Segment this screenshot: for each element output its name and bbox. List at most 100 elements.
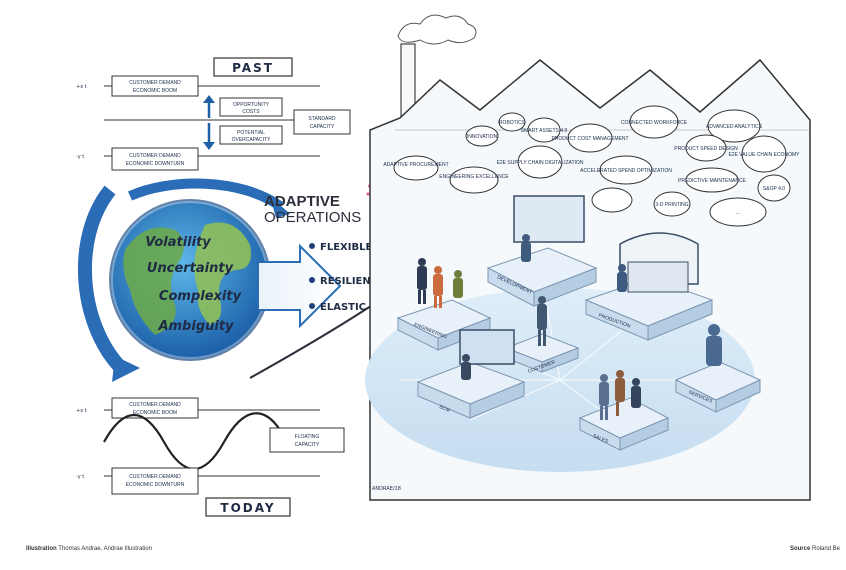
vuca-word-1: Volatility: [145, 235, 211, 250]
bubble: ADAPTIVE PROCUREMENT: [383, 155, 449, 181]
bubble: PRODUCT COST MANAGEMENT: [551, 123, 629, 153]
bubble: 3-D PRINTING: [653, 191, 691, 217]
svg-text:3-D PRINTING: 3-D PRINTING: [655, 202, 688, 208]
factory: ENGINEERING DEVELOPMENT PRODUCTION CUSTO…: [365, 14, 811, 501]
floating-line1: FLOATING: [295, 434, 320, 440]
today-panel: +x t CUSTOMER DEMAND ECONOMIC BOOM FLOAT…: [76, 397, 345, 517]
past-panel: PAST +x t CUSTOMER DEMAND ECONOMIC BOOM …: [76, 57, 351, 171]
vuca-globe-group: Volatility Uncertainty Complexity Ambigu…: [78, 178, 342, 382]
vuca-word-3: Complexity: [159, 289, 242, 304]
continent-shape: [123, 227, 184, 335]
bubble: E2E VALUE CHAIN ECONOMY: [728, 135, 800, 173]
standard-line2: CAPACITY: [310, 124, 335, 130]
svg-text:INNOVATION: INNOVATION: [467, 134, 498, 140]
platform-sales: SALES: [578, 397, 670, 451]
platform-scm: SCM: [416, 361, 526, 419]
swoosh: [249, 299, 381, 379]
past-title: PAST: [232, 61, 274, 75]
svg-text:E2E VALUE CHAIN ECONOMY: E2E VALUE CHAIN ECONOMY: [728, 152, 800, 158]
station-label: SALES: [592, 433, 610, 445]
adaptive-operations: ADAPTIVE OPERATIONS FLEXIBLE RESILIENT E…: [249, 155, 403, 379]
bullet-elastic: ELASTIC: [320, 302, 366, 313]
vuca-word-4: Ambiguity: [157, 319, 234, 334]
source-text: Roland Be: [810, 546, 840, 552]
smoke-cloud: [397, 14, 477, 45]
potential-line2: OVERCAPACITY: [232, 137, 271, 143]
past-downturn-line2: ECONOMIC DOWNTURN: [126, 161, 185, 167]
floating-capacity-box: [269, 427, 345, 453]
adaptive-title-line1: ADAPTIVE: [264, 193, 340, 210]
bubble: CONNECTED WORKFORCE: [621, 105, 688, 139]
past-boom-line1: CUSTOMER DEMAND: [129, 80, 181, 86]
cycle-arrow-top: [127, 178, 283, 211]
platform-services: SERVICES: [674, 361, 762, 413]
past-downturn-line1: CUSTOMER DEMAND: [129, 153, 181, 159]
svg-text:ADVANCED ANALYTICS: ADVANCED ANALYTICS: [706, 124, 763, 130]
cycle-arrow-left: [78, 185, 130, 378]
opportunity-box: [219, 97, 283, 117]
source-credit: Source Roland Be: [790, 546, 840, 552]
bubble: ROBOTICS: [498, 112, 526, 132]
past-plus-label: +x t: [76, 84, 87, 90]
artist-signature: ANDRAE/18: [372, 486, 401, 492]
demand-wave: [103, 412, 281, 470]
bubble: PRODUCT SPEED DESIGN: [674, 134, 738, 162]
svg-text:E2E SUPPLY CHAIN DIGITALIZATIO: E2E SUPPLY CHAIN DIGITALIZATION: [497, 160, 584, 166]
svg-text:PRODUCT COST MANAGEMENT: PRODUCT COST MANAGEMENT: [551, 136, 628, 142]
today-boom-line2: ECONOMIC BOOM: [133, 410, 177, 416]
svg-text:PREDICTIVE MAINTENANCE: PREDICTIVE MAINTENANCE: [678, 178, 746, 184]
illustration-text: Thomas Andrae, Andrae Illustration: [56, 546, 152, 552]
today-boom-box: [111, 397, 199, 419]
bubble: SMART ASSETS 4.0: [521, 117, 568, 143]
svg-text:PRODUCT SPEED DESIGN: PRODUCT SPEED DESIGN: [674, 146, 738, 152]
svg-text:S&OP 4.0: S&OP 4.0: [763, 186, 785, 192]
bubble: ACCELERATED SPEND OPTIMIZATION: [580, 155, 672, 185]
platform-customer: CUSTOMER: [504, 333, 580, 375]
bubbles: ADAPTIVE PROCUREMENT ENGINEERING EXCELLE…: [383, 105, 800, 227]
past-boom-line2: ECONOMIC BOOM: [133, 88, 177, 94]
past-boom-box: [111, 75, 199, 97]
past-title-box: [213, 57, 293, 77]
bubble: E2E SUPPLY CHAIN DIGITALIZATION: [497, 145, 584, 179]
today-downturn-box: [111, 467, 199, 495]
potential-box: [219, 125, 283, 145]
bubble: S&OP 4.0: [757, 174, 791, 202]
potential-line1: POTENTIAL: [237, 130, 265, 136]
opportunity-line1: OPPORTUNITY: [233, 102, 270, 108]
today-downturn-line2: ECONOMIC DOWNTURN: [126, 482, 185, 488]
bubble: INNOVATION: [465, 125, 499, 147]
illustration-credit: Illustration Thomas Andrae, Andrae Illus…: [26, 546, 152, 552]
svg-text:ACCELERATED SPEND OPTIMIZATION: ACCELERATED SPEND OPTIMIZATION: [580, 168, 672, 174]
past-downturn-box: [111, 147, 199, 171]
today-downturn-line1: CUSTOMER DEMAND: [129, 474, 181, 480]
standard-capacity-box: [293, 109, 351, 135]
svg-text:ENGINEERING EXCELLENCE: ENGINEERING EXCELLENCE: [439, 174, 509, 180]
source-label: Source: [789, 546, 811, 552]
today-title-box: [205, 497, 291, 517]
today-plus-label: +x t: [76, 408, 87, 414]
today-boom-line1: CUSTOMER DEMAND: [129, 402, 181, 408]
bubble: ADVANCED ANALYTICS: [706, 109, 763, 143]
adaptive-title-line2: OPERATIONS: [264, 209, 361, 226]
floating-line2: CAPACITY: [295, 442, 320, 448]
bubble: PREDICTIVE MAINTENANCE: [678, 167, 747, 193]
vuca-word-2: Uncertainty: [147, 261, 234, 276]
people-group: [417, 234, 722, 420]
svg-text:CONNECTED WORKFORCE: CONNECTED WORKFORCE: [621, 120, 688, 126]
opportunity-line2: COSTS: [242, 109, 260, 115]
svg-text:SMART ASSETS 4.0: SMART ASSETS 4.0: [521, 128, 568, 134]
bullet-flexible: FLEXIBLE: [320, 242, 372, 253]
today-minus-label: -y t: [76, 474, 84, 480]
continent-shape: [194, 222, 251, 325]
svg-text:ADAPTIVE PROCUREMENT: ADAPTIVE PROCUREMENT: [383, 162, 448, 168]
bullet-resilient: RESILIENT: [320, 276, 378, 287]
svg-text:ROBOTICS: ROBOTICS: [499, 120, 526, 126]
platform-development: DEVELOPMENT: [486, 247, 598, 307]
standard-line1: STANDARD: [308, 116, 336, 122]
illustration-label: Illustration: [26, 546, 57, 552]
station-label: SCM: [438, 404, 451, 414]
svg-text:...: ...: [736, 210, 740, 216]
bubble: ENGINEERING EXCELLENCE: [439, 166, 509, 194]
past-minus-label: -y t: [76, 154, 84, 160]
transition-arrow: [257, 243, 342, 329]
